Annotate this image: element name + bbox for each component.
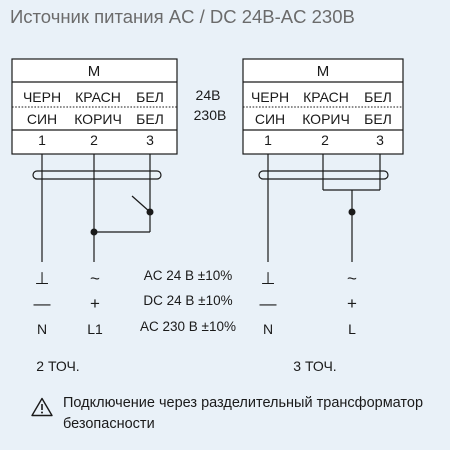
right-junction-dot (348, 208, 356, 216)
voltage-label-24v: 24B (196, 87, 221, 103)
right-wire-24v-2: КРАСН (303, 89, 349, 105)
warning-text: Подключение через разделительный трансфо… (63, 395, 424, 432)
left-ground-symbol: ⊥ (35, 269, 50, 288)
left-wire-230v-3: БЕЛ (136, 111, 164, 127)
left-terminal-2: 2 (90, 132, 98, 148)
voltage-label-230v: 230B (194, 107, 227, 123)
left-wire-230v-1: СИН (27, 111, 57, 127)
right-wire-24v-1: ЧЕРН (251, 89, 289, 105)
right-wire-24v-3: БЕЛ (364, 89, 392, 105)
left-actuator-block: M ЧЕРН КРАСН БЕЛ СИН КОРИЧ БЕЛ 1 2 3 ⊥ ~… (11, 58, 178, 374)
left-ac-symbol: ~ (90, 269, 100, 288)
right-wire-230v-2: КОРИЧ (302, 111, 350, 127)
left-minus-symbol: — (34, 294, 51, 313)
right-caption: 3 ТОЧ. (293, 358, 336, 374)
left-line-label: L1 (87, 321, 103, 337)
right-terminal-2: 2 (321, 132, 329, 148)
right-wire-230v-3: БЕЛ (364, 111, 392, 127)
left-actuator-box (11, 58, 178, 155)
left-switch-dot (146, 208, 154, 216)
supply-note-ac230: AC 230 B ±10% (140, 319, 236, 334)
right-wire-230v-1: СИН (255, 111, 285, 127)
left-terminal-1: 1 (38, 132, 46, 148)
supply-note-dc24: DC 24 B ±10% (143, 293, 232, 308)
right-ac-symbol: ~ (347, 269, 357, 288)
left-cable-bundle (32, 170, 162, 180)
left-neutral-label: N (37, 321, 47, 337)
right-terminal-1: 1 (264, 132, 272, 148)
left-wires (41, 154, 154, 262)
right-wires (267, 154, 381, 262)
right-ground-symbol: ⊥ (261, 269, 276, 288)
left-motor-label: M (88, 63, 101, 80)
left-wire-24v-1: ЧЕРН (23, 89, 61, 105)
right-minus-symbol: — (260, 294, 277, 313)
left-wire-24v-2: КРАСН (75, 89, 121, 105)
left-terminal-3: 3 (146, 132, 154, 148)
left-junction-dot (90, 228, 98, 236)
right-plus-symbol: + (347, 294, 357, 313)
right-terminal-3: 3 (376, 132, 384, 148)
right-actuator-block: M ЧЕРН КРАСН БЕЛ СИН КОРИЧ БЕЛ 1 2 3 ⊥ ~… (242, 58, 404, 374)
left-plus-symbol: + (90, 294, 100, 313)
right-motor-label: M (317, 63, 330, 80)
left-caption: 2 ТОЧ. (36, 358, 79, 374)
left-wire-24v-3: БЕЛ (136, 89, 164, 105)
right-line-label: L (348, 321, 356, 337)
right-neutral-label: N (263, 321, 273, 337)
left-wire-230v-2: КОРИЧ (74, 111, 122, 127)
supply-note-ac24: AC 24 B ±10% (144, 268, 232, 283)
warning-triangle-icon (31, 397, 53, 417)
page-title: Источник питания AC / DC 24B-AC 230B (10, 6, 355, 27)
